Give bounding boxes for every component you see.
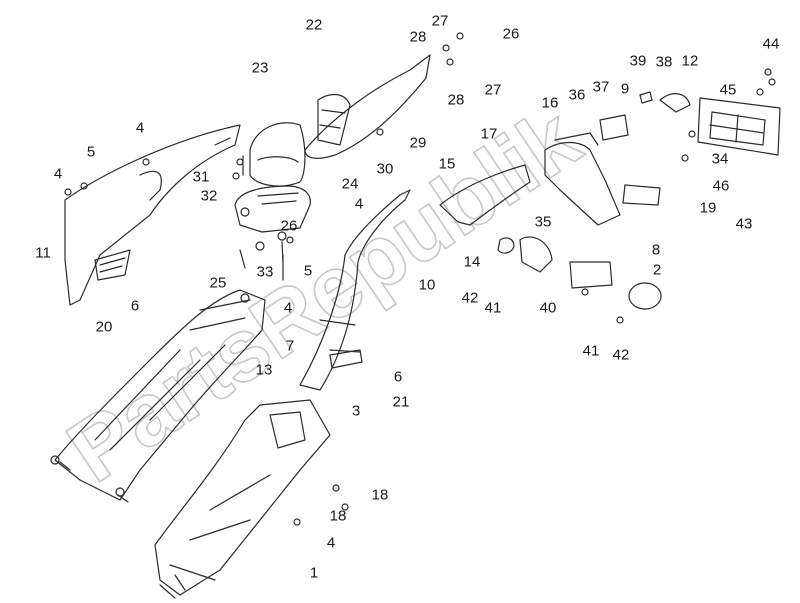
callout-4: 4: [135, 119, 145, 137]
rear-subframe: [50, 289, 266, 503]
callout-11: 11: [35, 244, 51, 262]
callout-8: 8: [651, 241, 661, 259]
fasteners: [64, 32, 776, 526]
number-plate-bracket: [697, 97, 781, 156]
callout-28: 28: [447, 91, 465, 109]
callout-29: 29: [409, 134, 427, 152]
callout-18: 18: [371, 486, 389, 504]
callout-18: 18: [329, 507, 347, 525]
callout-39: 39: [629, 52, 647, 70]
callout-9: 9: [620, 80, 630, 98]
callout-41: 41: [484, 299, 502, 317]
indicator-mount: [497, 184, 661, 289]
callout-19: 19: [699, 199, 717, 217]
callout-5: 5: [86, 143, 96, 161]
callout-34: 34: [711, 150, 729, 168]
callout-30: 30: [376, 160, 394, 178]
callout-25: 25: [209, 274, 227, 292]
callout-41: 41: [582, 342, 600, 360]
grab-rail: [299, 189, 411, 391]
callout-23: 23: [251, 59, 269, 77]
passenger-seat: [249, 122, 306, 187]
callout-46: 46: [712, 177, 730, 195]
reflector: [628, 282, 662, 310]
callout-36: 36: [568, 86, 586, 104]
callout-42: 42: [461, 289, 479, 307]
callout-42: 42: [612, 346, 630, 364]
callout-17: 17: [480, 125, 498, 143]
seat-lock-plate: [234, 185, 311, 269]
callout-37: 37: [592, 78, 610, 96]
callout-4: 4: [326, 534, 336, 552]
callout-24: 24: [341, 175, 359, 193]
callout-7: 7: [285, 337, 295, 355]
callout-44: 44: [762, 35, 780, 53]
callout-26: 26: [502, 25, 520, 43]
callout-5: 5: [303, 262, 313, 280]
callout-4: 4: [283, 299, 293, 317]
callout-38: 38: [655, 53, 673, 71]
callout-32: 32: [200, 187, 218, 205]
callout-31: 31: [192, 168, 210, 186]
licence-holder: [439, 132, 621, 226]
callout-3: 3: [351, 402, 361, 420]
callout-12: 12: [681, 52, 699, 70]
callout-4: 4: [354, 195, 364, 213]
callout-2: 2: [652, 261, 662, 279]
callout-22: 22: [305, 16, 323, 34]
callout-6: 6: [393, 368, 403, 386]
callout-43: 43: [735, 215, 753, 233]
callout-6: 6: [130, 297, 140, 315]
callout-10: 10: [418, 276, 436, 294]
callout-33: 33: [256, 263, 274, 281]
seat-cowl: [304, 54, 431, 159]
callout-26: 26: [280, 217, 298, 235]
callout-16: 16: [541, 94, 559, 112]
callout-35: 35: [534, 213, 552, 231]
callout-15: 15: [438, 155, 456, 173]
callout-21: 21: [392, 393, 410, 411]
callout-1: 1: [309, 564, 319, 582]
left-side-panel: [64, 124, 241, 306]
callout-45: 45: [719, 81, 737, 99]
callout-20: 20: [95, 318, 113, 336]
callout-27: 27: [431, 12, 449, 30]
callout-13: 13: [255, 361, 273, 379]
tail-light-assembly: [599, 91, 691, 141]
callout-28: 28: [409, 28, 427, 46]
callout-27: 27: [484, 81, 502, 99]
callout-40: 40: [539, 299, 557, 317]
rear-undertray: [154, 399, 331, 599]
watermark: PartsRepublik: [50, 87, 597, 501]
callout-4: 4: [53, 165, 63, 183]
callout-14: 14: [463, 253, 481, 271]
